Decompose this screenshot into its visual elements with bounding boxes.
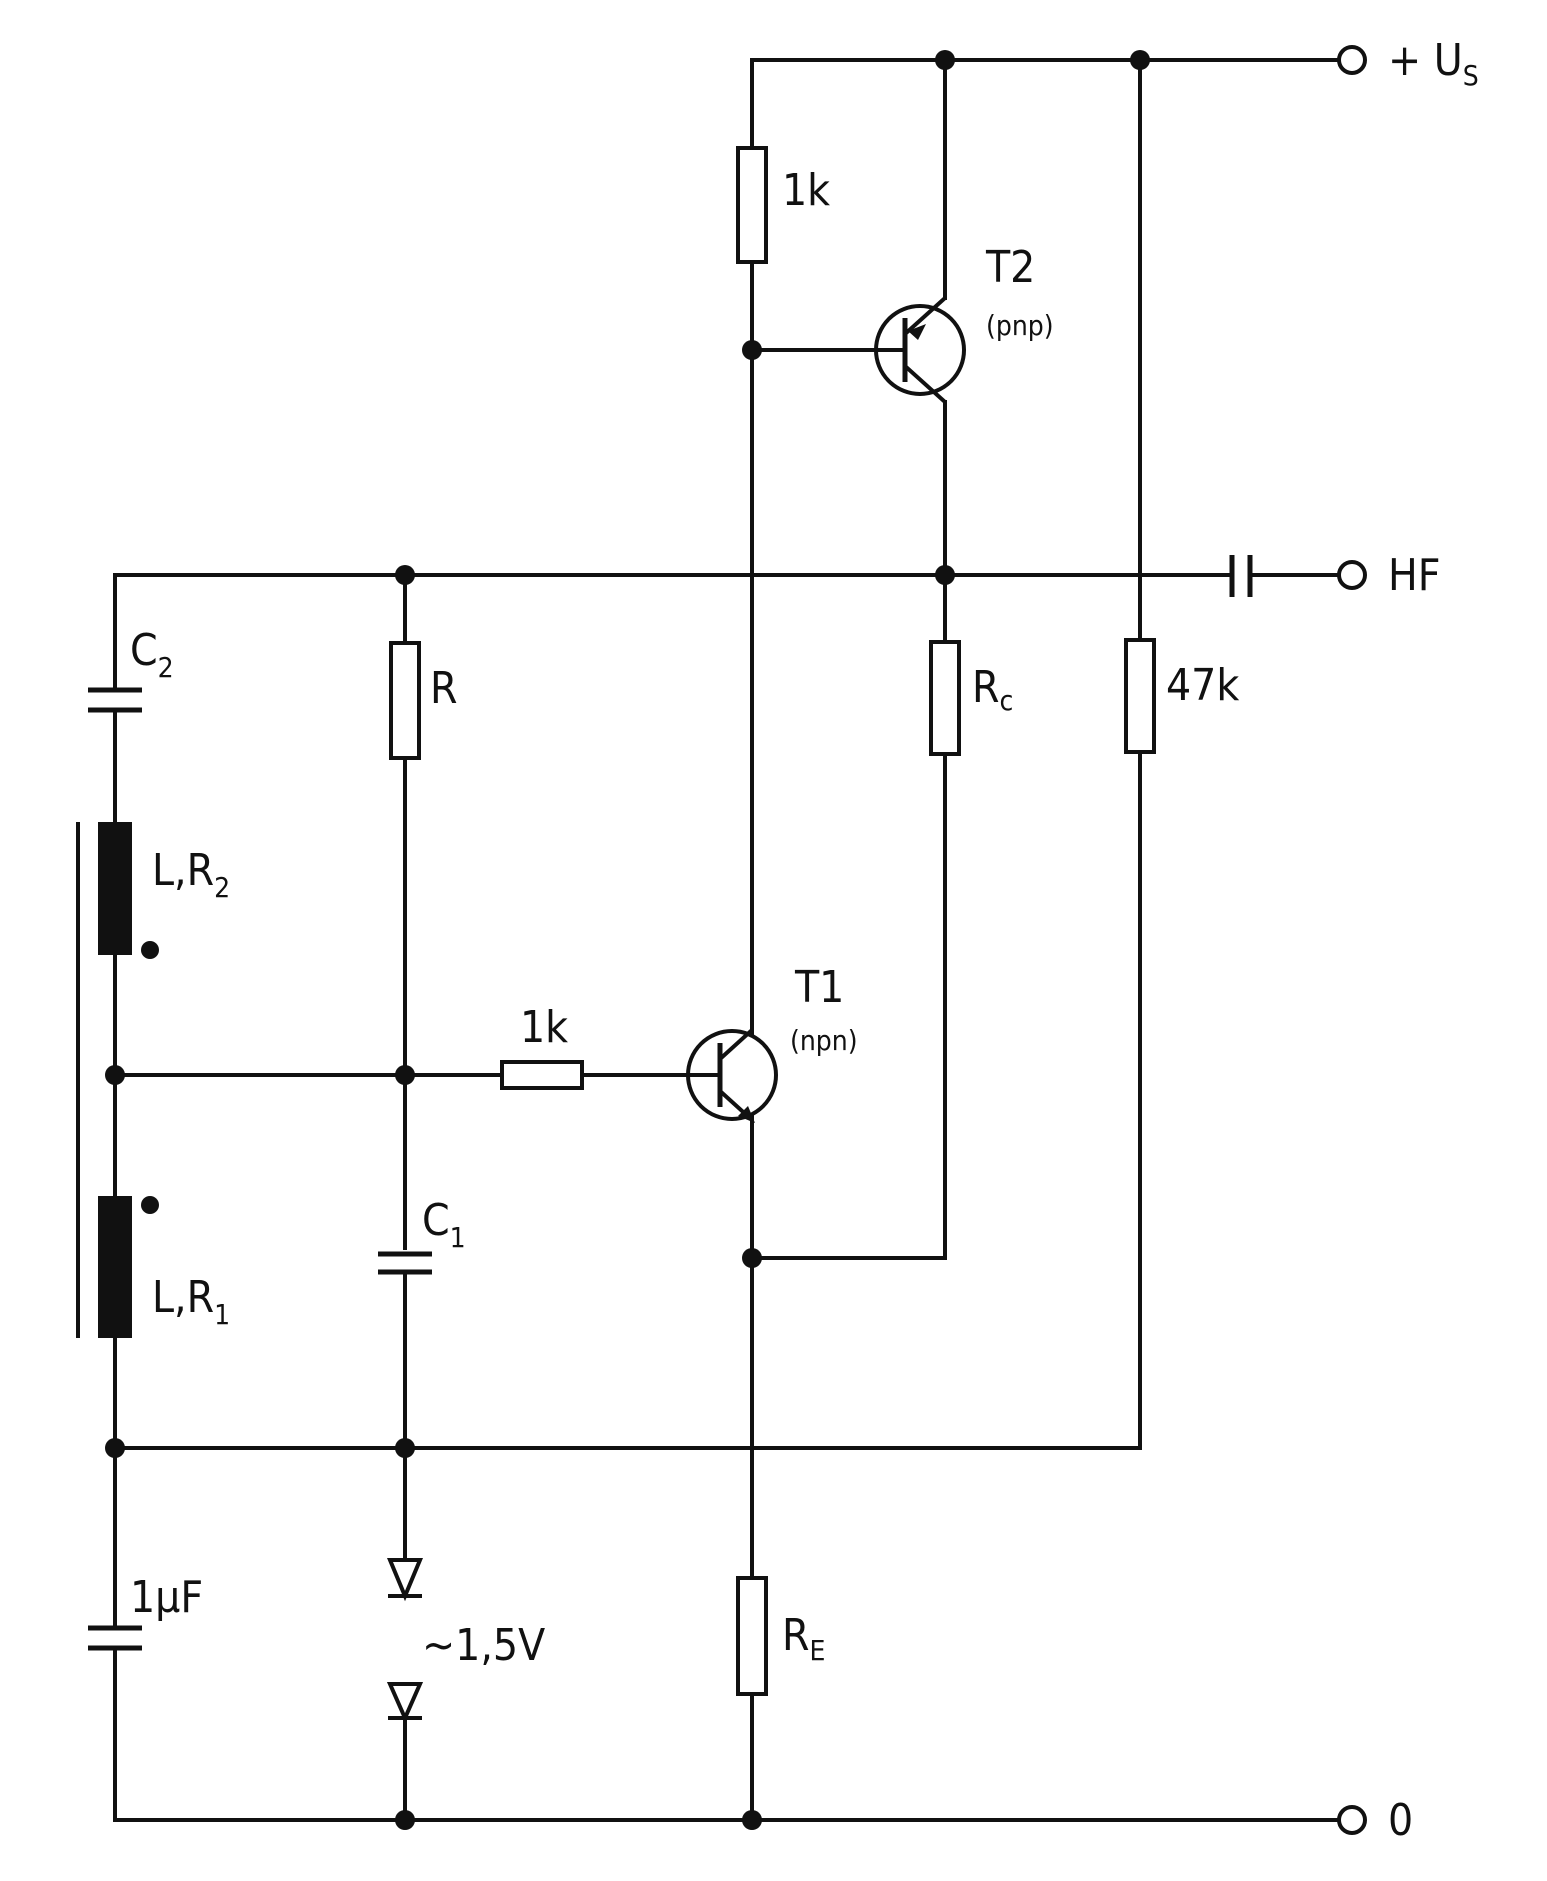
supply-terminal: [1337, 45, 1367, 75]
capacitor-c2: [88, 687, 142, 713]
inductor-l1: [98, 1196, 132, 1338]
junction-dot: [105, 1438, 125, 1458]
resistor-re-label: RE: [782, 1610, 825, 1667]
resistors: 1k R Rc 47k 1k RE: [389, 146, 1239, 1696]
junction-dot: [395, 565, 415, 585]
t2-emitter-arrow-icon: [908, 324, 926, 340]
hf-label: HF: [1388, 550, 1441, 601]
transistor-t1: T1 (npn): [686, 962, 858, 1123]
junction-dot: [742, 1248, 762, 1268]
wiring: [113, 58, 1342, 1822]
junction-dot: [395, 1065, 415, 1085]
junction-dot: [1130, 50, 1150, 70]
ground-terminal: [1337, 1805, 1367, 1835]
resistor-r: [389, 641, 421, 760]
resistor-re: [736, 1576, 768, 1696]
diodes-voltage-label: ~1,5V: [422, 1620, 545, 1671]
t1-type: (npn): [790, 1024, 858, 1057]
transistor-t2: T2 (pnp): [874, 242, 1054, 404]
hf-coupling-capacitor: [1229, 555, 1253, 597]
resistor-1k-top-label: 1k: [782, 165, 830, 216]
resistor-rc: [929, 640, 961, 756]
resistor-1k-top: [736, 146, 768, 264]
capacitors: C2 C1 1µF: [88, 625, 466, 1651]
t1-emitter-arrow-icon: [738, 1106, 755, 1123]
supply-label: + US: [1388, 35, 1479, 92]
terminals: + US HF 0: [1337, 35, 1479, 1846]
junction-dot: [935, 50, 955, 70]
resistor-47k: [1124, 638, 1156, 754]
l1-dot: [141, 1196, 159, 1214]
inductor-l1-label: L,R1: [152, 1272, 230, 1331]
hf-terminal: [1337, 560, 1367, 590]
capacitor-c2-label: C2: [130, 625, 174, 684]
junction-dot: [395, 1438, 415, 1458]
capacitor-c1-label: C1: [422, 1195, 466, 1254]
capacitor-1uf-label: 1µF: [130, 1572, 203, 1623]
t1-name: T1: [794, 962, 844, 1013]
junction-dots: [105, 50, 1150, 1830]
inductor-l2-label: L,R2: [152, 845, 230, 904]
resistor-1k-base-label: 1k: [520, 1002, 568, 1053]
capacitor-c1: [378, 1251, 432, 1275]
t2-name: T2: [985, 242, 1035, 293]
inductor-l2: [98, 822, 132, 955]
diode-lower: [386, 1682, 424, 1723]
resistor-47k-label: 47k: [1166, 660, 1239, 711]
diodes: ~1,5V: [386, 1558, 545, 1723]
resistor-rc-label: Rc: [972, 662, 1013, 717]
ground-label: 0: [1388, 1795, 1413, 1846]
capacitor-1uf: [88, 1625, 142, 1651]
junction-dot: [742, 1810, 762, 1830]
junction-dot: [742, 340, 762, 360]
l2-dot: [141, 941, 159, 959]
resistor-r-label: R: [430, 663, 458, 714]
inductors: L,R2 L,R1: [76, 822, 230, 1338]
t2-type: (pnp): [986, 309, 1054, 342]
junction-dot: [105, 1065, 125, 1085]
diode-upper: [387, 1558, 423, 1602]
junction-dot: [395, 1810, 415, 1830]
resistor-1k-base: [500, 1060, 584, 1090]
junction-dot: [935, 565, 955, 585]
